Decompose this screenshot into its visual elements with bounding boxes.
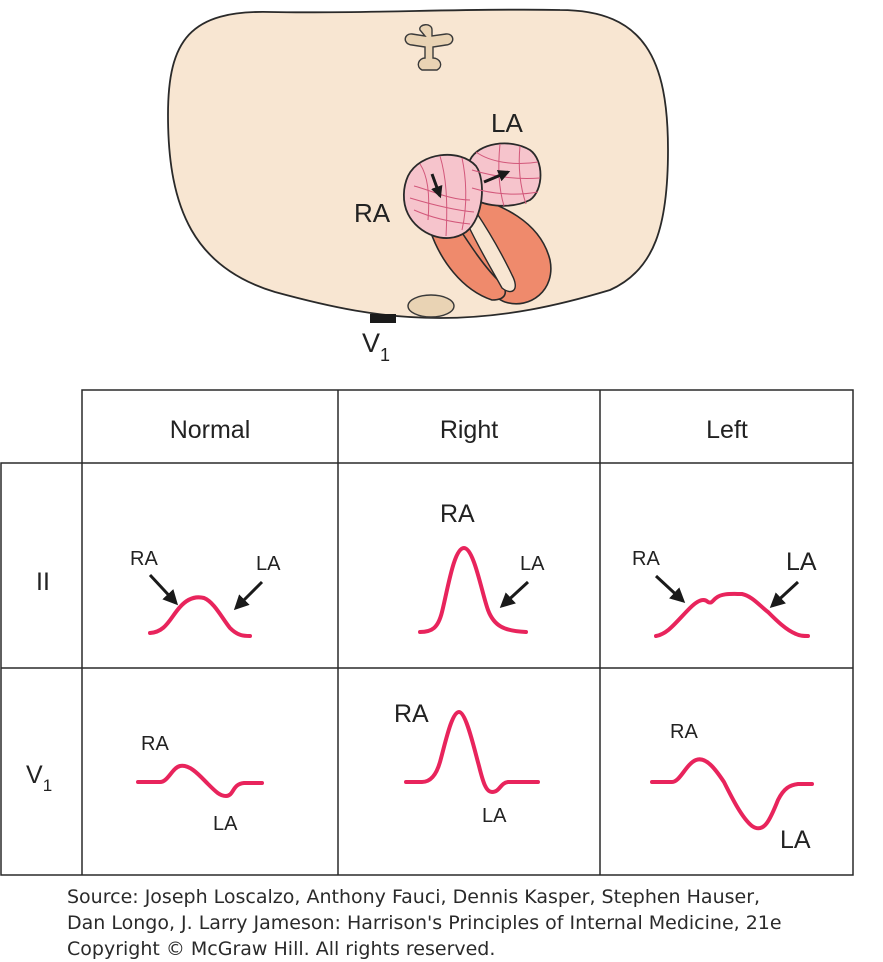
row-label-lead-ii: II (36, 568, 50, 596)
p-wave-ii-right (418, 546, 528, 634)
label-la: LA (520, 553, 545, 575)
p-wave-ii-left (654, 591, 810, 638)
row-label-lead-v1: V1 (26, 761, 52, 795)
label-ra: RA (130, 548, 158, 570)
label-la: LA (256, 553, 281, 575)
arrow-ra (148, 573, 179, 606)
v1-electrode-label: V1 (362, 328, 390, 365)
heart (402, 142, 552, 305)
label-la: LA (213, 813, 238, 835)
cell-v1-left: RA LA (650, 721, 814, 854)
label-ra: RA (440, 500, 475, 528)
column-header-normal: Normal (170, 416, 251, 444)
p-wave-v1-right (404, 710, 540, 794)
label-la: LA (780, 826, 811, 854)
column-header-right: Right (440, 416, 498, 444)
arrow-ra (654, 574, 686, 604)
v1-electrode (370, 314, 396, 323)
p-wave-ii-normal (148, 595, 252, 638)
p-wave-v1-left (650, 757, 814, 831)
left-atrial-depolarization-arrow (483, 170, 511, 184)
source-credit: Source: Joseph Loscalzo, Anthony Fauci, … (67, 884, 883, 962)
diagram-label-la: LA (491, 108, 523, 138)
label-ra: RA (670, 721, 698, 743)
source-line-2: Dan Longo, J. Larry Jameson: Harrison's … (67, 912, 782, 934)
label-ra: RA (632, 548, 660, 570)
interventricular-gap (467, 210, 516, 293)
copyright-line: Copyright © McGraw Hill. All rights rese… (67, 938, 496, 960)
right-ventricle (428, 221, 507, 301)
diagram-label-ra: RA (354, 198, 391, 228)
cell-ii-normal: RA LA (130, 548, 281, 638)
p-wave-table: Normal Right Left II V1 RA LA RA LA RA L… (0, 389, 854, 876)
cell-ii-left: RA LA (632, 548, 817, 638)
label-ra: RA (141, 733, 169, 755)
table-grid (0, 389, 854, 876)
cell-v1-normal: RA LA (136, 733, 264, 835)
cell-ii-right: RA LA (418, 500, 545, 634)
atrial-abnormality-figure: LA RA V1 Normal Right Left II V1 RA LA (0, 8, 854, 876)
label-la: LA (482, 805, 507, 827)
label-ra: RA (394, 700, 429, 728)
right-atrial-depolarization-arrow (430, 173, 443, 199)
cell-v1-right: RA LA (394, 700, 540, 827)
sternum (407, 294, 455, 318)
p-wave-v1-normal (136, 763, 264, 798)
source-line-1: Source: Joseph Loscalzo, Anthony Fauci, … (67, 886, 761, 908)
column-header-left: Left (706, 416, 748, 444)
label-la: LA (786, 548, 817, 576)
arrow-la (769, 580, 800, 609)
thoracic-vertebra (404, 24, 454, 71)
arrow-la (499, 580, 530, 609)
right-atrium (402, 153, 483, 239)
arrow-la (233, 580, 264, 611)
